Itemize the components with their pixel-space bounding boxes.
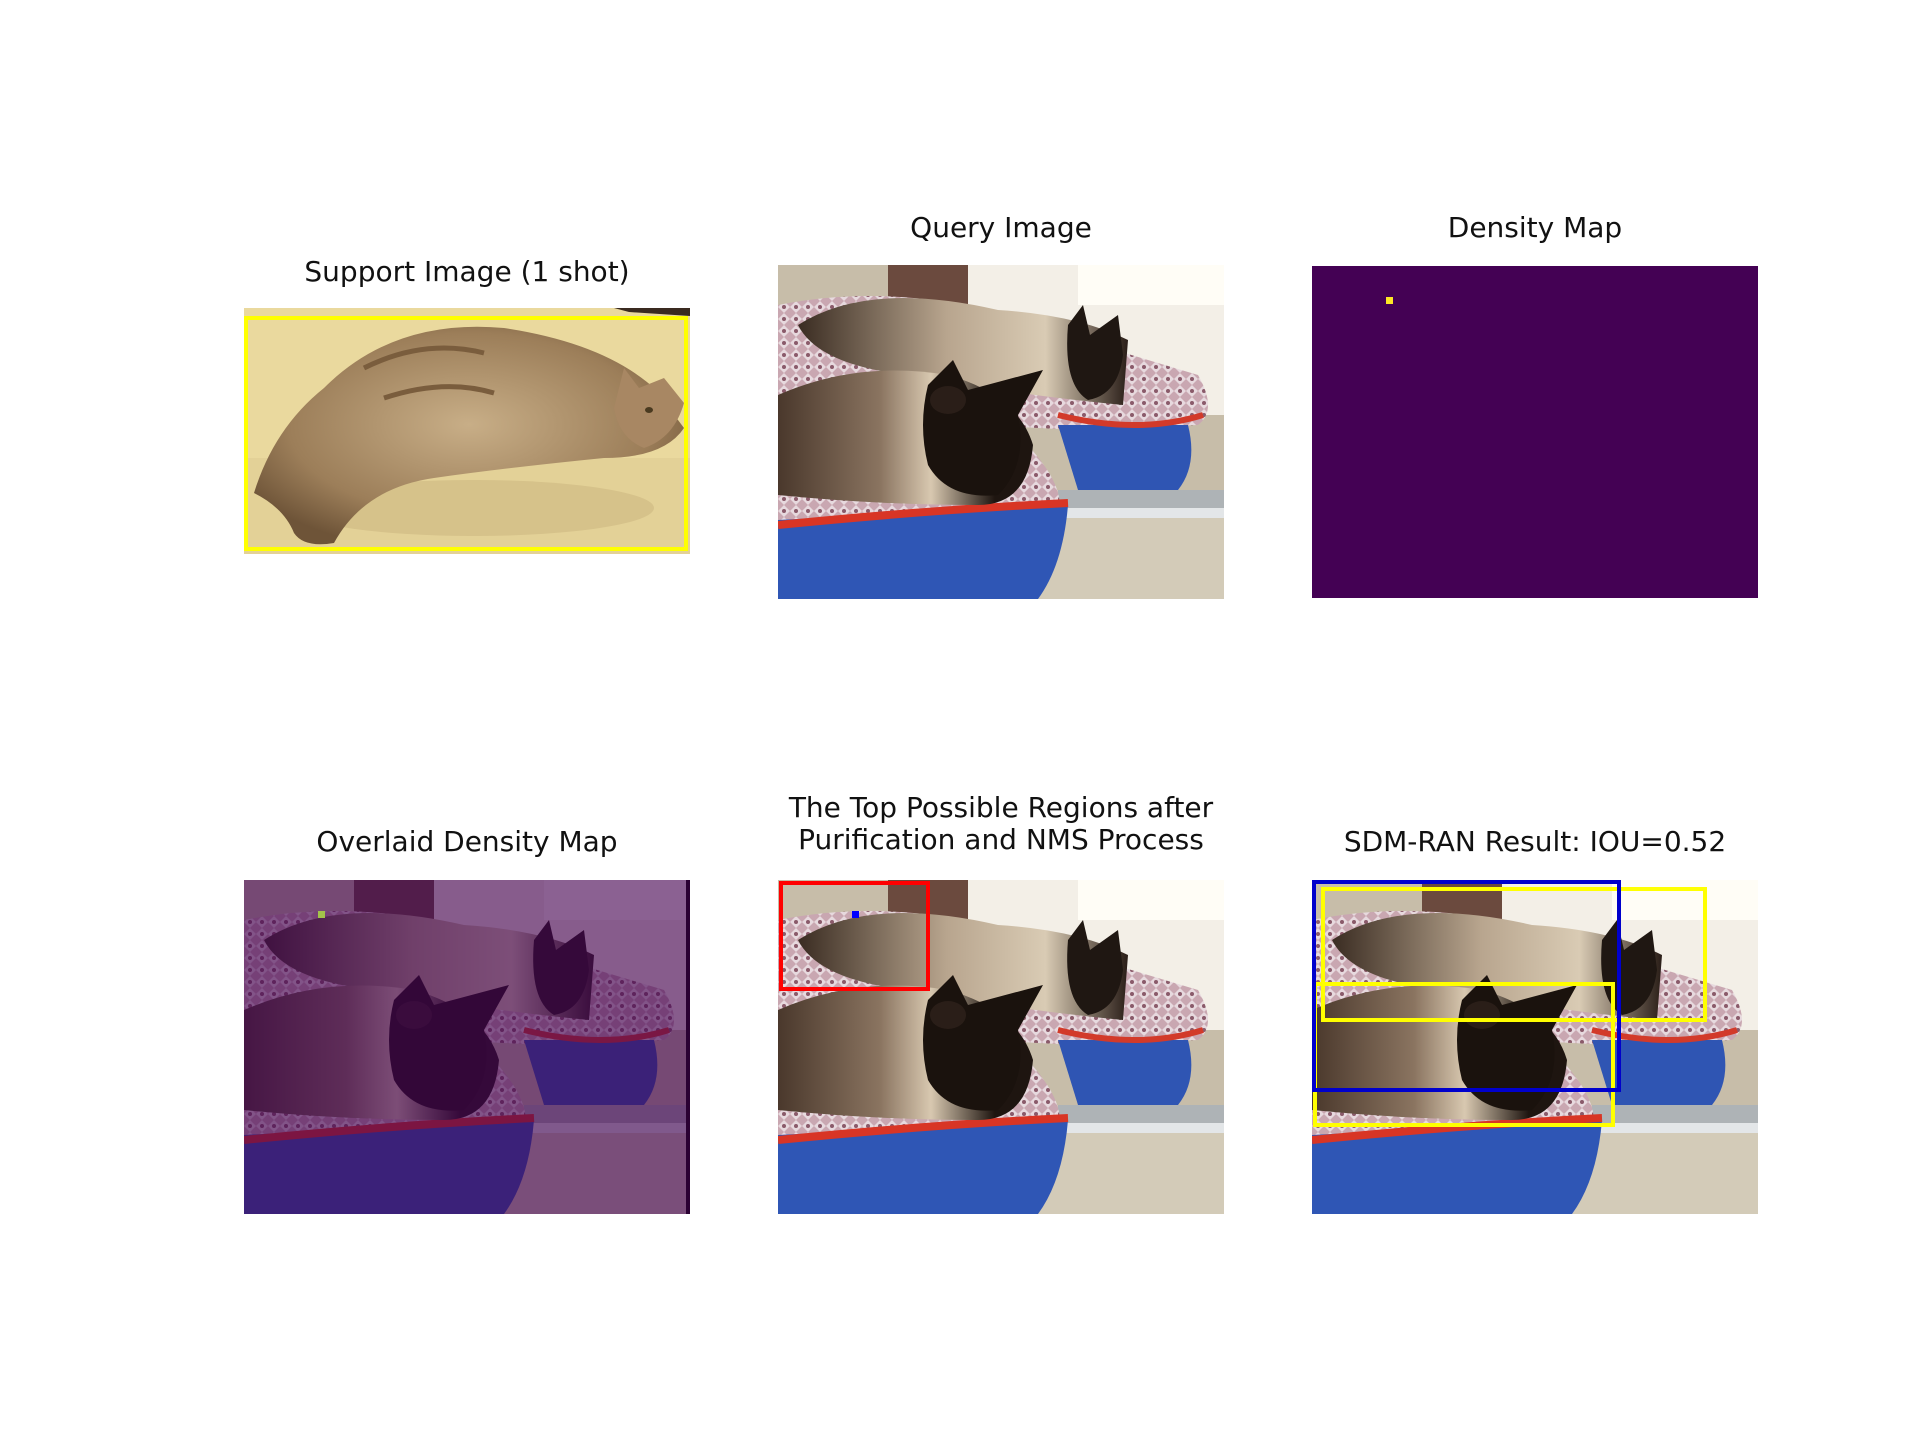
support-image-panel: Support Image (1 shot): [244, 250, 690, 560]
region-point-blue: [852, 911, 859, 918]
top-regions-image: [778, 880, 1224, 1214]
overlaid-density-panel: Overlaid Density Map: [244, 822, 690, 1218]
query-image-title: Query Image: [910, 211, 1092, 244]
ground-truth-box-1: [1321, 887, 1707, 1022]
density-map-panel: Density Map: [1312, 208, 1758, 600]
result-image: [1312, 880, 1758, 1214]
region-box-red: [779, 881, 930, 991]
support-image: [244, 308, 690, 554]
top-regions-panel: The Top Possible Regions after Purificat…: [760, 788, 1242, 1218]
density-map-title: Density Map: [1447, 211, 1623, 244]
query-image: [778, 265, 1224, 599]
query-image-panel: Query Image: [778, 208, 1224, 600]
result-panel: SDM-RAN Result: IOU=0.52: [1312, 822, 1758, 1218]
overlaid-density-title: Overlaid Density Map: [316, 825, 618, 858]
density-peak: [1386, 297, 1393, 304]
support-bounding-box: [244, 316, 688, 551]
support-image-title: Support Image (1 shot): [304, 255, 630, 288]
predicted-box-blue: [1312, 880, 1621, 1092]
result-title: SDM-RAN Result: IOU=0.52: [1343, 825, 1727, 858]
overlay-density-peak: [318, 911, 325, 918]
top-regions-title-line2: Purification and NMS Process: [798, 823, 1204, 856]
density-map: [1312, 266, 1758, 598]
top-regions-title-line1: The Top Possible Regions after: [788, 791, 1214, 824]
overlaid-density-image: [244, 880, 690, 1214]
